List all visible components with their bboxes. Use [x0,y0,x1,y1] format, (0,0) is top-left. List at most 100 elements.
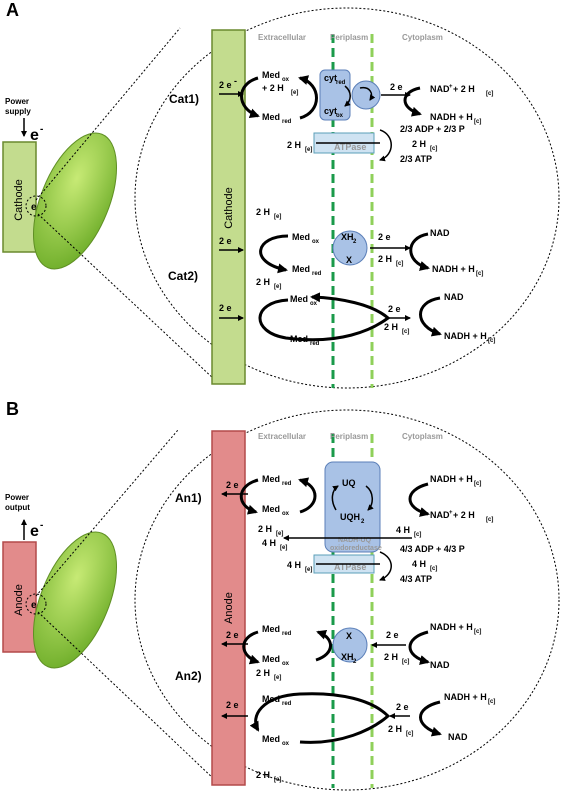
an2-h-mid2-sub: [c] [406,731,413,737]
an1-atp-h-right-sub: [c] [430,566,437,572]
an2-e1: 2 e [226,630,239,640]
col-cytoplasm-b: Cytoplasm [402,432,443,441]
x-carrier-b [332,627,368,663]
cat1-nad-arrow [403,86,422,117]
an2-nad2: NAD [448,732,468,742]
an2-med-ox2-sub: ox [282,741,290,747]
cyt-ox: cyt [324,106,337,116]
cat2-long-loop [258,292,391,342]
cat1-med-ox-sub: ox [282,77,290,83]
an1-uq: UQ [342,478,356,488]
power-supply-label-1: Power [5,97,29,106]
cat2-nadh2: NADH + H [444,331,487,341]
an1-nadh: NADH + H [430,474,473,484]
cat1-nad-sup: + [449,84,453,90]
zoom-ellipse-b [134,409,560,791]
cat1-h-in: + 2 H [262,83,284,93]
cat2-h-mid2-sub: [c] [402,329,409,335]
cat2-med-cycle1 [259,234,289,274]
an2-med-cycle1 [315,629,332,662]
an1-atp-h-left-sub: [e] [305,567,312,573]
cat1-nadh-sub: [c] [474,119,481,125]
cyt-cycle [344,85,351,107]
an2-nad1: NAD [430,660,450,670]
col-cytoplasm-a: Cytoplasm [402,33,443,42]
an1-med-red: Med [262,474,280,484]
cat2-h2-sub: [e] [274,284,281,290]
an1-h-out-sub: [e] [276,531,283,537]
an1-med-ox-sub: ox [282,511,290,517]
an1-nad-sup: + [449,510,453,516]
an1-atp: 4/3 ATP [400,574,432,584]
panel-a-electron-big: e [30,127,39,144]
cat1-atp: 2/3 ATP [400,154,432,164]
an2-xh2: XH [341,652,354,662]
an2-h2: 2 H [256,770,270,780]
cat1-nad-rest: + 2 H [453,84,475,94]
bacterium-a [33,132,117,270]
an2-med-ox2: Med [262,734,280,744]
an1-e-out: 2 e [226,480,239,490]
cyt-ox-sub: ox [336,113,344,119]
an1-uqh2-sub: 2 [361,519,365,525]
cat2-xh2-sub: 2 [353,239,357,245]
power-output-label-2: output [5,503,30,512]
cat2-x: X [346,255,352,265]
an1-atp-curve [379,551,392,581]
an2-h1-sub: [e] [274,675,281,681]
big-anode [211,430,246,786]
an1-atp-h-left: 4 H [287,560,301,570]
big-anode-label: Anode [223,592,235,624]
big-cathode-label: Cathode [223,187,235,229]
col-extracellular-b: Extracellular [258,432,306,441]
cat1-med-red-sub: red [282,119,292,125]
zoom-circle-a [25,195,47,217]
panel-b-electron-big: e [30,523,39,540]
cat2-med-ox1: Med [292,232,310,242]
cat2-h-mid-sub: [c] [396,261,403,267]
inner-cycle-a [359,86,376,101]
cat2-nadh2-sub: [c] [488,338,495,344]
an2-nadh1-arrow [408,630,430,665]
x-carrier-a [332,230,368,266]
cat2-h1: 2 H [256,207,270,217]
an1-adp: 4/3 ADP + 4/3 P [400,544,465,554]
zoom-line-a-bottom [37,213,216,381]
cat1-adp: 2/3 ADP + 2/3 P [400,124,465,134]
cat2-e1: 2 e [219,236,232,246]
an2-e-mid2: 2 e [396,702,409,712]
an2-label: An2) [175,669,202,683]
an2-xh2-sub: 2 [353,659,357,665]
cat1-nad-sub: [c] [486,91,493,97]
uq-cycle-left [331,485,339,511]
cat2-med-ox2: Med [290,294,308,304]
an1-h-right-sub: [c] [414,532,421,538]
an2-med-ox1-sub: ox [282,661,290,667]
an1-med-red-sub: red [282,481,292,487]
cat2-label: Cat2) [168,269,198,283]
panel-b-electron-big-sup: - [40,520,43,531]
small-cathode [2,141,37,253]
panel-a-letter: A [6,0,19,20]
nadh-uq-complex [324,461,381,553]
cat2-nadh1: NADH + H [432,264,475,274]
cat2-nad1-arrow [409,232,430,271]
an2-med-ox1: Med [262,654,280,664]
an2-h2-sub: [e] [274,777,281,783]
an2-nadh2: NADH + H [444,692,487,702]
cat1-med-cycle-left [240,76,260,118]
col-periplasm-a: Periplasm [330,33,368,42]
an2-med-red1-sub: red [282,631,292,637]
cat2-e-mid2: 2 e [388,304,401,314]
cat2-med-red1: Med [292,264,310,274]
cat1-label: Cat1) [169,92,199,106]
an2-nadh2-sub: [c] [488,699,495,705]
an2-med-red2-sub: red [282,701,292,707]
cat1-med-red: Med [262,112,280,122]
an2-h1: 2 H [256,668,270,678]
cat2-e2: 2 e [219,303,232,313]
cat1-e-in: 2 e [219,80,232,90]
cat2-med-red1-sub: red [312,271,322,277]
cat1-atp-h-right-sub: [c] [430,146,437,152]
cat2-xh2: XH [341,232,354,242]
